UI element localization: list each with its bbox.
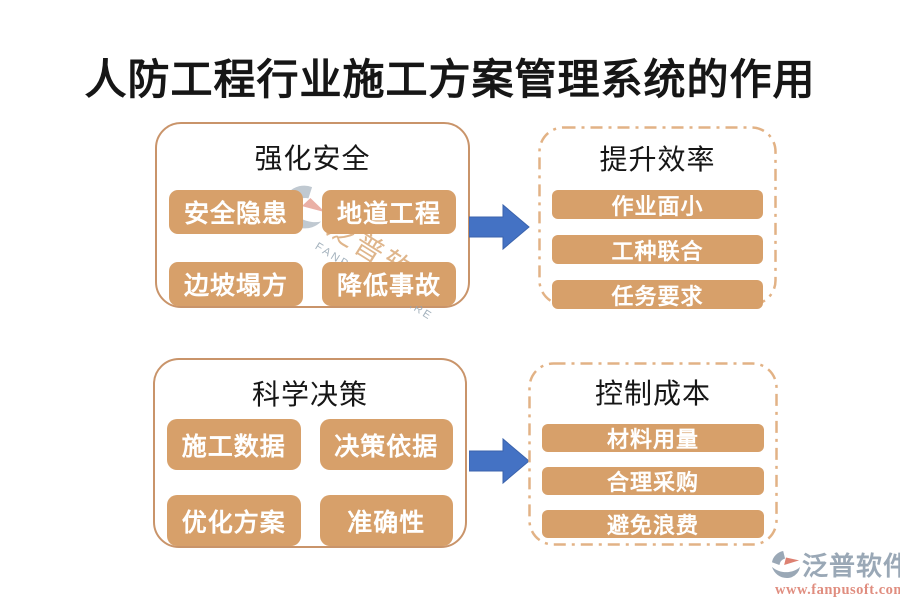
chip: 决策依据 — [319, 419, 453, 470]
chip-grid: 安全隐患 地道工程 边坡塌方 降低事故 — [157, 177, 468, 306]
chip: 地道工程 — [322, 190, 456, 234]
chip: 作业面小 — [552, 190, 763, 219]
chip: 避免浪费 — [542, 510, 764, 538]
right-arrow-icon — [469, 203, 530, 251]
chip: 边坡塌方 — [169, 262, 303, 306]
chip-list: 作业面小 工种联合 任务要求 — [538, 178, 777, 309]
chip: 准确性 — [319, 495, 453, 546]
panel-title: 强化安全 — [254, 144, 371, 175]
panel-control-cost: 控制成本 材料用量 合理采购 避免浪费 — [528, 362, 778, 546]
footer-brand: 泛普软件 — [802, 551, 900, 581]
footer-url: www.fanpusoft.com — [775, 582, 900, 598]
chip-list: 材料用量 合理采购 避免浪费 — [528, 412, 778, 538]
chip: 安全隐患 — [169, 190, 303, 234]
panel-title: 控制成本 — [594, 379, 711, 410]
chip: 合理采购 — [542, 467, 764, 495]
chip: 降低事故 — [322, 262, 456, 306]
chip: 施工数据 — [167, 419, 301, 470]
footer-brand-block: 泛普软件 www.fanpusoft.com — [771, 546, 900, 599]
right-arrow-icon — [469, 437, 530, 485]
panel-strengthen-safety: 强化安全 安全隐患 地道工程 边坡塌方 降低事故 — [155, 122, 470, 308]
panel-title: 提升效率 — [599, 145, 716, 176]
panel-scientific-decision: 科学决策 施工数据 决策依据 优化方案 准确性 — [153, 358, 467, 548]
chip: 任务要求 — [552, 280, 763, 309]
panel-improve-efficiency: 提升效率 作业面小 工种联合 任务要求 — [538, 126, 777, 309]
chip: 优化方案 — [167, 495, 301, 546]
chip: 工种联合 — [552, 235, 763, 264]
panel-title: 科学决策 — [251, 380, 368, 411]
fanpu-logo-icon — [771, 550, 801, 578]
chip-grid: 施工数据 决策依据 优化方案 准确性 — [155, 413, 465, 546]
chip: 材料用量 — [542, 424, 764, 452]
page-title: 人防工程行业施工方案管理系统的作用 — [84, 58, 816, 104]
